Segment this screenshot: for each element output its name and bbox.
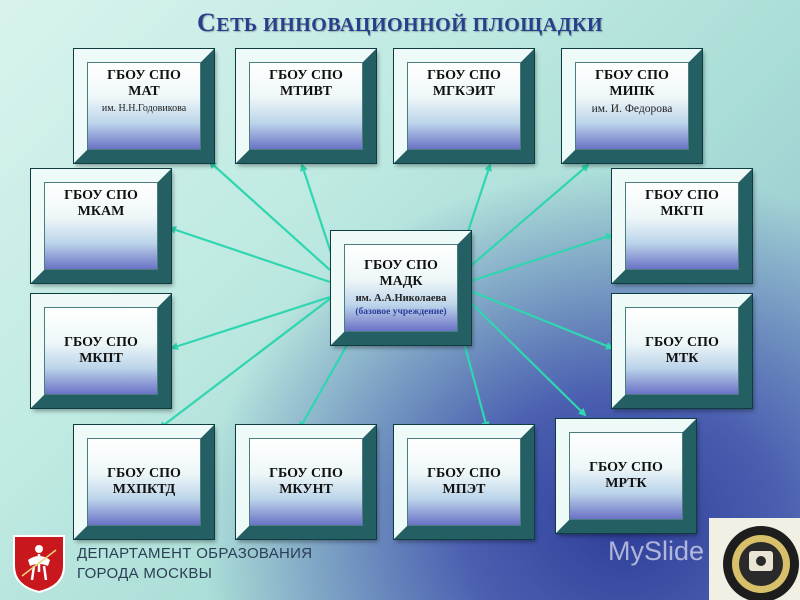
node-line1: ГБОУ СПО — [269, 466, 343, 481]
node-madk-center: ГБОУ СПО МАДК им. А.А.Николаева (базовое… — [331, 231, 471, 345]
center-line1: ГБОУ СПО — [364, 258, 438, 273]
node-line2: МГКЭИТ — [432, 84, 496, 99]
node-line2: МКГП — [660, 204, 704, 219]
arrow-to-mat — [208, 160, 331, 271]
node-line1: ГБОУ СПО — [427, 466, 501, 481]
node-line1: ГБОУ СПО — [64, 188, 138, 203]
title-rest: ЕТЬ ИННОВАЦИОННОЙ ПЛОЩАДКИ — [216, 14, 604, 36]
node-line2: МКПТ — [79, 351, 123, 366]
center-line2: МАДК — [379, 274, 423, 289]
title-first-letter: С — [196, 8, 217, 37]
node-mat: ГБОУ СПО МАТ им. Н.Н.Годовикова — [74, 49, 214, 163]
node-line1: ГБОУ СПО — [645, 335, 719, 350]
arrow-to-mkhpktd — [158, 294, 336, 430]
college-seal-emblem — [709, 518, 800, 600]
node-mgkeit: ГБОУ СПО МГКЭИТ — [394, 49, 534, 163]
node-line2: МАТ — [128, 84, 160, 99]
arrow-to-mipk — [465, 163, 590, 271]
slide-title: СЕТЬ ИННОВАЦИОННОЙ ПЛОЩАДКИ — [0, 8, 800, 38]
node-mrtk: ГБОУ СПО МРТК — [556, 419, 696, 533]
node-mkunt: ГБОУ СПО МКУНТ — [236, 425, 376, 539]
node-line3: им. И. Федорова — [591, 103, 673, 115]
node-line1: ГБОУ СПО — [427, 68, 501, 83]
node-line1: ГБОУ СПО — [595, 68, 669, 83]
node-line1: ГБОУ СПО — [64, 335, 138, 350]
moscow-coat-of-arms-icon — [8, 532, 70, 594]
node-line2: МТИВТ — [280, 84, 332, 99]
node-line2: МКУНТ — [279, 482, 333, 497]
node-mkhpktd: ГБОУ СПО МХПКТД — [74, 425, 214, 539]
node-line2: МХПКТД — [112, 482, 176, 497]
node-line1: ГБОУ СПО — [269, 68, 343, 83]
node-mtivt: ГБОУ СПО МТИВТ — [236, 49, 376, 163]
watermark-text: MySlide — [608, 536, 705, 566]
arrow-to-mrtk — [465, 297, 587, 417]
arrow-to-mkpt — [170, 295, 331, 350]
center-line3: им. А.А.Николаева — [355, 293, 447, 304]
center-line4: (базовое учреждение) — [355, 307, 447, 317]
arrow-to-mkam — [168, 226, 331, 284]
node-line2: МРТК — [605, 476, 647, 491]
node-line2: МКАМ — [77, 204, 125, 219]
arrow-to-mtivt — [300, 163, 337, 266]
node-line1: ГБОУ СПО — [645, 188, 719, 203]
node-mkpt: ГБОУ СПО МКПТ — [31, 294, 171, 408]
footer-dept-line2: ГОРОДА МОСКВЫ — [77, 565, 213, 582]
node-line3: им. Н.Н.Годовикова — [101, 103, 187, 114]
node-mkgp: ГБОУ СПО МКГП — [612, 169, 752, 283]
arrow-to-mtk — [467, 288, 614, 350]
node-mkam: ГБОУ СПО МКАМ — [31, 169, 171, 283]
footer-dept-line1: ДЕПАРТАМЕНТ ОБРАЗОВАНИЯ — [77, 545, 313, 562]
node-mipk: ГБОУ СПО МИПК им. И. Федорова — [562, 49, 702, 163]
node-mtk: ГБОУ СПО МТК — [612, 294, 752, 408]
node-line2: МИПК — [609, 84, 655, 99]
arrow-to-mkgp — [467, 233, 614, 284]
node-line1: ГБОУ СПО — [107, 466, 181, 481]
arrow-to-mkunt — [299, 344, 348, 430]
node-line1: ГБОУ СПО — [589, 460, 663, 475]
node-line2: МТК — [665, 351, 699, 366]
node-line2: МПЭТ — [442, 482, 486, 497]
node-line1: ГБОУ СПО — [107, 68, 181, 83]
watermark: MySlide — [608, 536, 704, 567]
node-mpet: ГБОУ СПО МПЭТ — [394, 425, 534, 539]
